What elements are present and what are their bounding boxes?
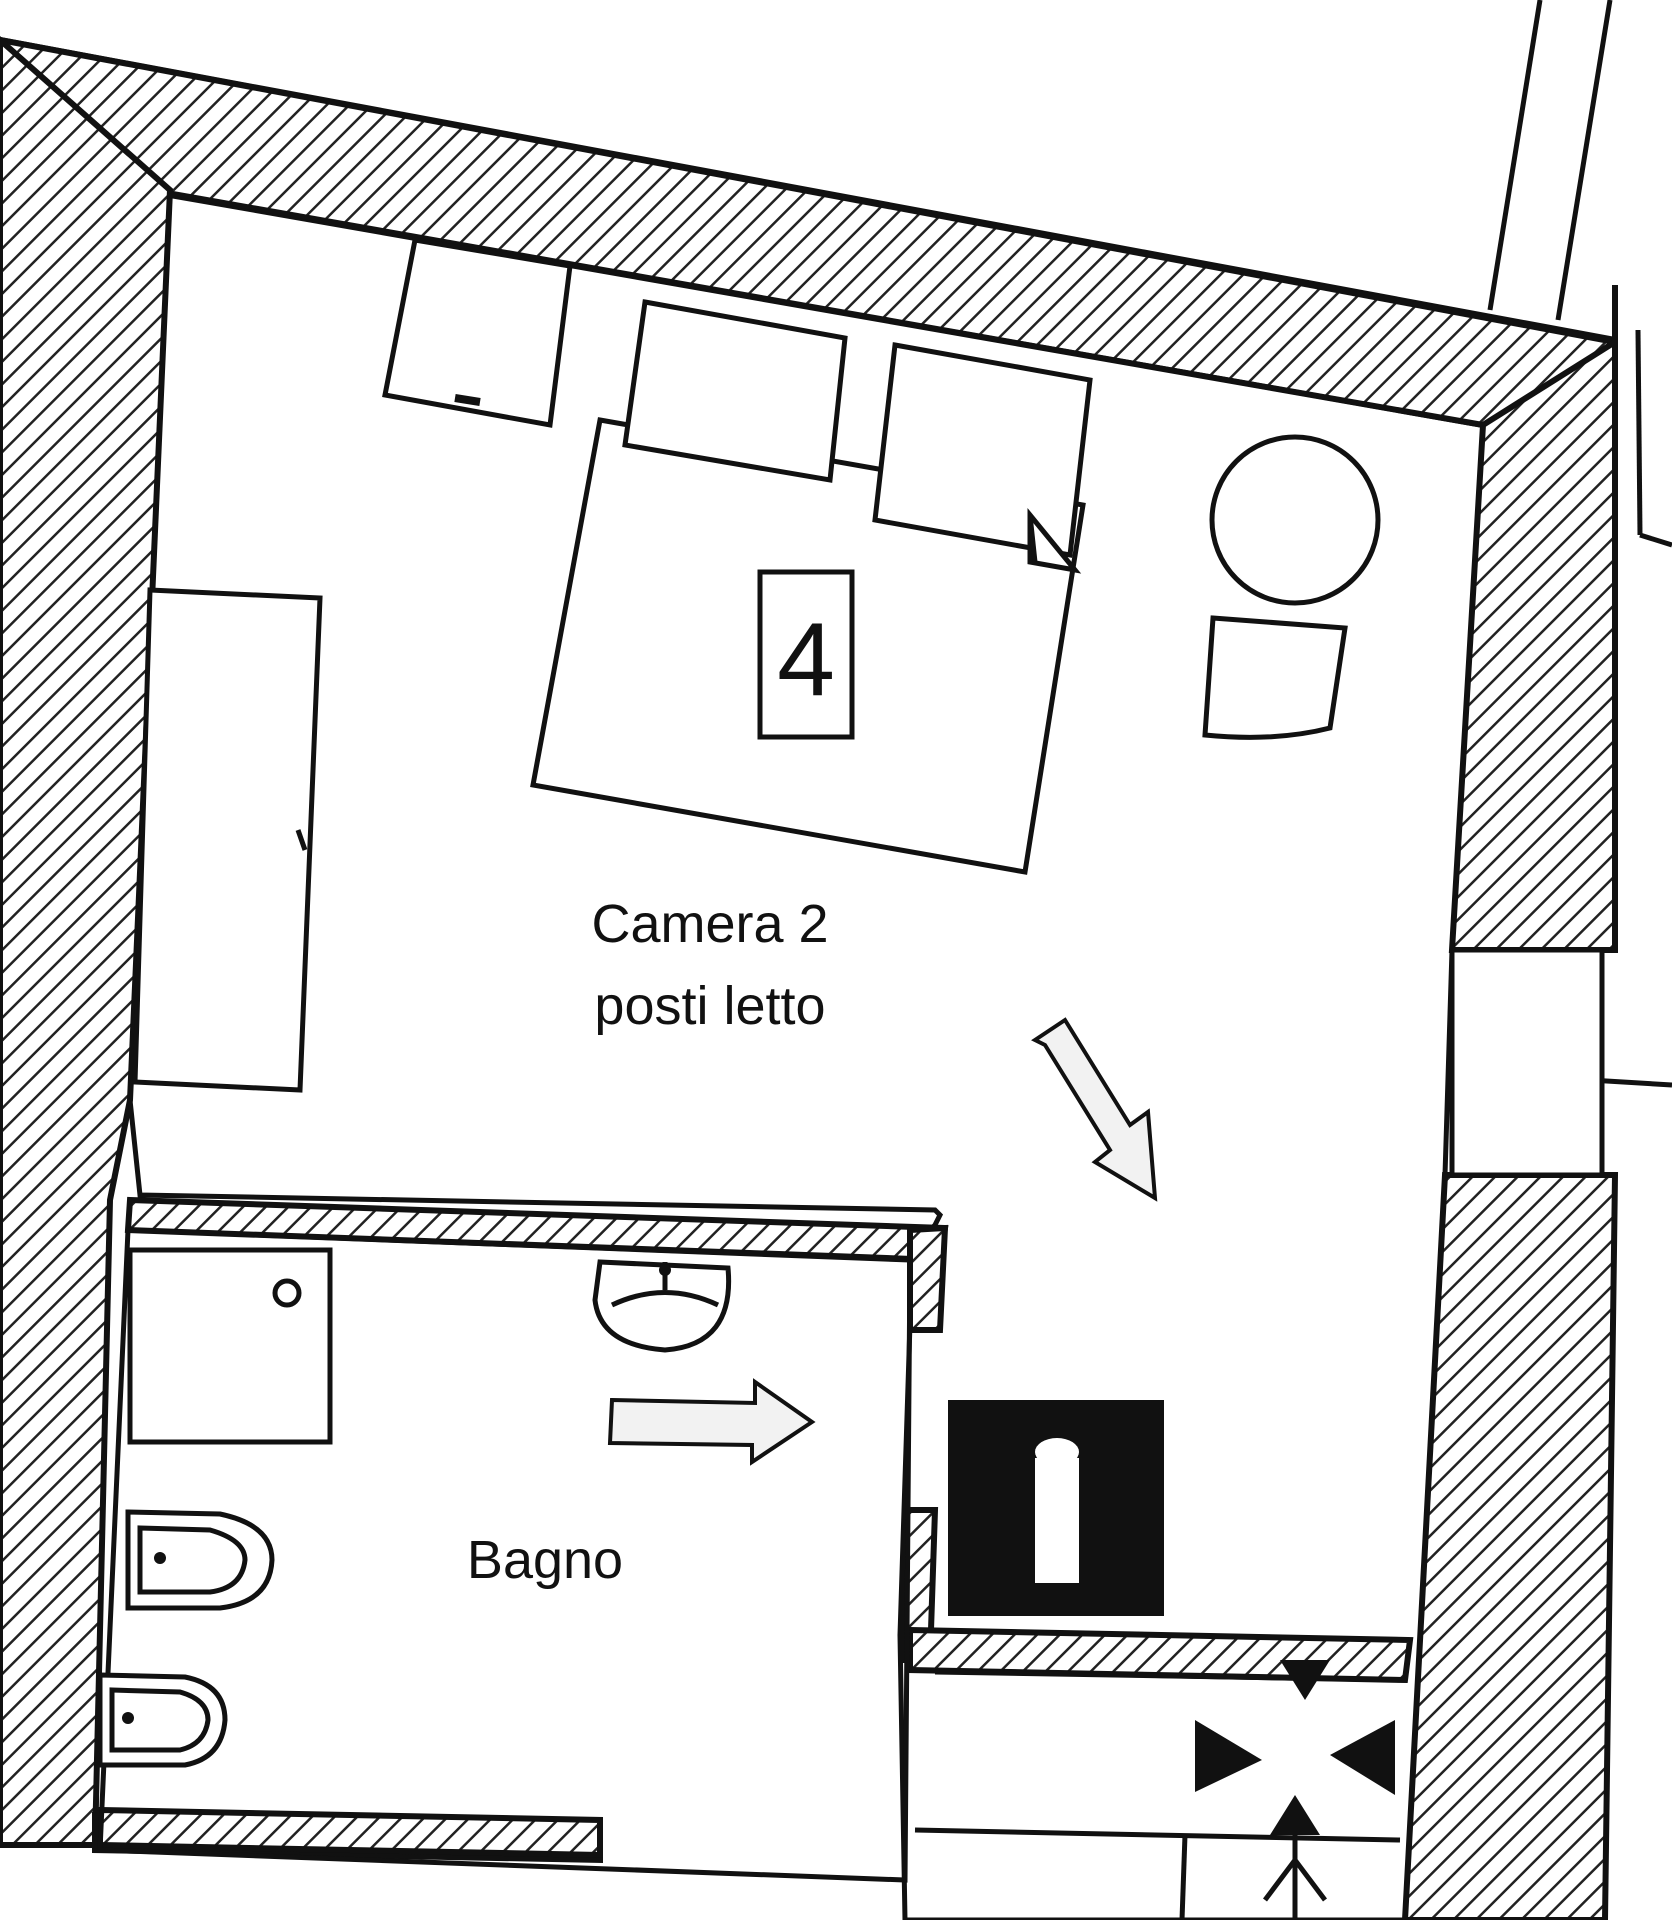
bedroom-direction-arrow — [1031, 1017, 1158, 1202]
washbasin — [592, 1259, 732, 1353]
bedroom-title-line2: posti letto — [594, 976, 825, 1036]
shower-drain — [272, 1278, 302, 1308]
exterior-lines — [1449, 0, 1672, 1178]
bathroom-fixtures — [97, 1247, 732, 1768]
armchair-round-table — [1209, 434, 1381, 606]
west-wall — [0, 35, 174, 1848]
room-number-badge: 4 — [757, 569, 855, 740]
bathroom-direction-arrow — [607, 1378, 816, 1466]
bathroom-title: Bagno — [467, 1530, 623, 1590]
nightstand-left — [382, 237, 573, 428]
pillow-right — [872, 342, 1093, 558]
bedroom-title-line1: Camera 2 — [591, 894, 828, 954]
east-wall-upper — [1448, 336, 1618, 953]
room-number: 4 — [777, 602, 835, 718]
corridor — [914, 1660, 1406, 1920]
pillow-left — [622, 299, 848, 483]
bathroom-outline — [97, 1227, 913, 1883]
window-opening — [1449, 947, 1605, 1178]
shower-tray — [127, 1247, 333, 1445]
armchair — [1202, 615, 1348, 740]
wardrobe — [132, 587, 323, 1093]
boiler-symbol — [948, 1400, 1164, 1616]
